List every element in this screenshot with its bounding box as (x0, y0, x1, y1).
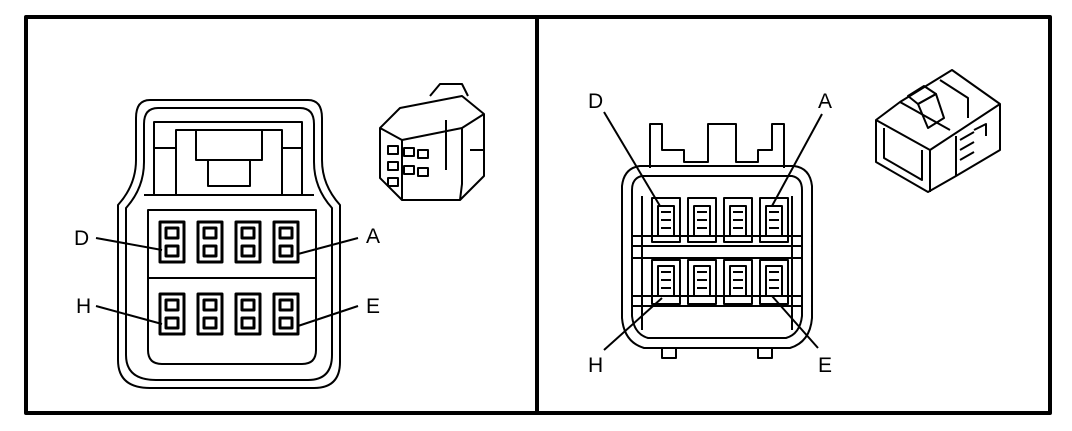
terminal-cavity (272, 292, 300, 336)
left-leader-a (297, 237, 359, 255)
left-leader-d (95, 237, 163, 251)
left-connector-latch (153, 121, 303, 196)
right-leader-e (771, 295, 819, 349)
right-connector-inner-shell (631, 175, 803, 339)
right-leader-h (603, 297, 663, 351)
right-connector-bottom-tabs (661, 348, 773, 359)
terminal-cavity (272, 220, 300, 264)
pin-housing (759, 197, 789, 243)
right-leader-d (603, 111, 661, 207)
terminal-cavity (196, 292, 224, 336)
pin-housing (651, 197, 681, 243)
left-connector-outer-shell (117, 99, 341, 389)
terminal-cavity (158, 292, 186, 336)
left-label-d: D (74, 227, 89, 250)
terminal-inner (164, 298, 294, 330)
right-label-a: A (818, 90, 832, 113)
right-pin-row-top (651, 197, 789, 243)
pin-housing (687, 259, 717, 305)
right-label-h: H (588, 354, 603, 377)
left-connector-inner-shell (125, 107, 333, 381)
left-leader-e (297, 305, 359, 327)
right-connector-top-tabs (649, 123, 785, 168)
left-label-e: E (366, 295, 380, 318)
left-terminal-row-top (158, 220, 300, 264)
terminal-cavity (234, 292, 262, 336)
right-connector-outer-shell (621, 165, 813, 349)
terminal-inner (164, 226, 294, 258)
terminal-cavity (158, 220, 186, 264)
pin-detail (657, 265, 783, 297)
right-label-d: D (588, 90, 603, 113)
right-panel: D A H E (588, 69, 1001, 377)
terminal-cavity (196, 220, 224, 264)
pin-housing (723, 197, 753, 243)
right-side-posts (641, 196, 793, 330)
left-cavity-frame (147, 209, 317, 365)
left-leader-h (95, 305, 163, 325)
pin-housing (723, 259, 753, 305)
pin-detail (657, 205, 783, 237)
pin-housing (759, 259, 789, 305)
left-label-h: H (76, 295, 91, 318)
right-pin-row-bottom (651, 259, 789, 305)
right-label-e: E (818, 354, 832, 377)
right-leader-a (771, 113, 823, 207)
pin-housing (651, 259, 681, 305)
left-panel: D A H E (74, 83, 485, 389)
pin-housing (687, 197, 717, 243)
left-terminal-row-bottom (158, 292, 300, 336)
right-connector-3d-thumbnail (875, 69, 1001, 193)
terminal-cavity (234, 220, 262, 264)
left-connector-3d-thumbnail (379, 83, 485, 201)
left-label-a: A (366, 225, 380, 248)
